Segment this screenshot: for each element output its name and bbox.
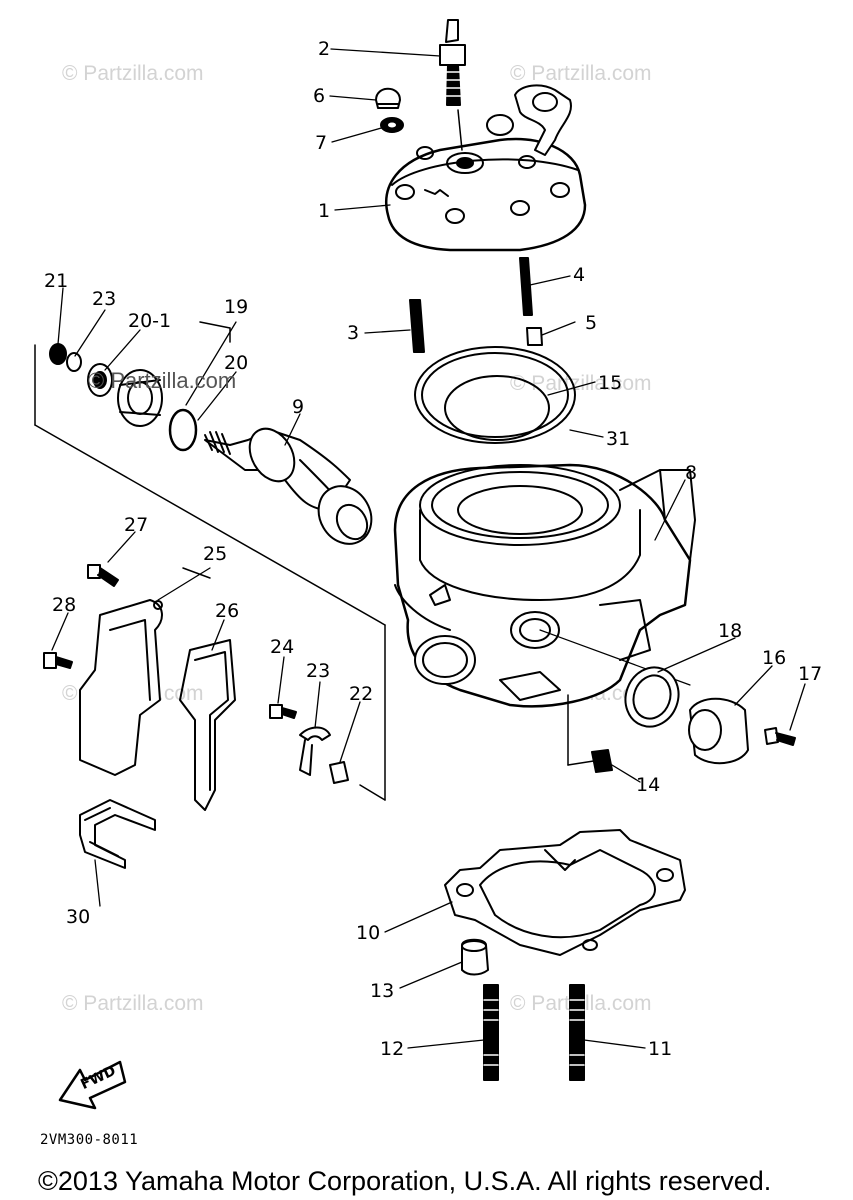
callout-11[interactable]: 11	[648, 1038, 673, 1060]
washer[interactable]	[380, 117, 404, 133]
bolt-17[interactable]	[764, 727, 796, 746]
callout-21[interactable]: 21	[44, 270, 69, 292]
spark-plug[interactable]	[439, 19, 466, 151]
o-ring-small[interactable]	[444, 375, 550, 441]
callout-29[interactable]: 28	[52, 594, 77, 616]
joint-16[interactable]	[688, 697, 749, 765]
clip[interactable]	[299, 726, 331, 776]
callout-7[interactable]: 7	[315, 132, 328, 154]
nut-14[interactable]	[591, 749, 613, 773]
cover-gasket[interactable]	[179, 639, 236, 811]
watermark-overlap: © Partzilla.com	[88, 368, 237, 393]
callout-8[interactable]: 8	[685, 462, 698, 484]
callout-18[interactable]: 18	[718, 620, 743, 642]
nut[interactable]	[526, 327, 543, 346]
cap-nut[interactable]	[375, 87, 401, 109]
callout-23[interactable]: 23	[92, 288, 117, 310]
collar[interactable]	[49, 343, 67, 365]
callout-24[interactable]: 23	[306, 660, 331, 682]
exhaust-valve[interactable]	[204, 421, 382, 554]
diagram-code: 2VM300-8011	[40, 1132, 139, 1148]
callout-6[interactable]: 6	[313, 85, 326, 107]
callout-4[interactable]: 4	[573, 264, 586, 286]
copyright-notice: ©2013 Yamaha Motor Corporation, U.S.A. A…	[38, 1166, 772, 1196]
callout-15[interactable]: 15	[598, 372, 623, 394]
reference-lines	[34, 321, 601, 801]
callout-1[interactable]: 1	[318, 200, 331, 222]
callout-31[interactable]: 31	[606, 428, 631, 450]
callout-16[interactable]: 16	[762, 647, 787, 669]
callout-17[interactable]: 17	[798, 663, 823, 685]
base-gasket[interactable]	[444, 829, 686, 956]
callout-9[interactable]: 9	[292, 396, 305, 418]
callout-28[interactable]: 27	[124, 514, 149, 536]
callout-5[interactable]: 5	[585, 312, 598, 334]
callout-12[interactable]: 12	[380, 1038, 405, 1060]
callout-22[interactable]: 22	[349, 683, 374, 705]
callout-30[interactable]: 30	[66, 906, 91, 928]
callout-3[interactable]: 3	[347, 322, 360, 344]
leader-lines	[51, 48, 806, 1049]
o-ring-large[interactable]	[414, 346, 576, 444]
forward-arrow-icon	[58, 1060, 127, 1110]
watermark: © Partzilla.com	[510, 372, 652, 395]
stud-bolt-short[interactable]	[409, 299, 425, 353]
oil-seal[interactable]	[87, 363, 113, 397]
stud-bolt-12[interactable]	[483, 984, 499, 1081]
gasket-18[interactable]	[617, 660, 686, 734]
valve-holder[interactable]	[117, 369, 163, 427]
callout-13[interactable]: 13	[370, 980, 395, 1002]
callout-27[interactable]: 26	[215, 600, 240, 622]
cylinder-body[interactable]	[393, 463, 696, 708]
callout-14[interactable]: 14	[636, 774, 661, 796]
spring-washer[interactable]	[66, 352, 82, 372]
seal-30[interactable]	[79, 799, 156, 869]
callout-26[interactable]: 25	[203, 543, 228, 565]
stud-bolt-long[interactable]	[519, 257, 533, 316]
bolt-29[interactable]	[43, 652, 73, 669]
callout-10[interactable]: 10	[356, 922, 381, 944]
watermark: © Partzilla.com	[510, 62, 652, 85]
callout-19[interactable]: 19	[224, 296, 249, 318]
bolt-28[interactable]	[87, 564, 119, 587]
nut-22[interactable]	[329, 761, 349, 784]
dowel-pin[interactable]	[461, 938, 489, 976]
callout-25[interactable]: 24	[270, 636, 295, 658]
bolt-25[interactable]	[269, 704, 297, 719]
valve-cover[interactable]	[79, 599, 163, 776]
cylinder-head[interactable]	[385, 84, 587, 252]
stud-bolt-11[interactable]	[569, 984, 585, 1081]
o-ring-valve[interactable]	[168, 408, 198, 452]
callout-2[interactable]: 2	[318, 38, 331, 60]
callout-20[interactable]: 20	[224, 352, 249, 374]
watermark: © Partzilla.com	[62, 992, 204, 1015]
callout-20-1[interactable]: 20-1	[128, 310, 172, 332]
watermark: © Partzilla.com	[62, 62, 204, 85]
